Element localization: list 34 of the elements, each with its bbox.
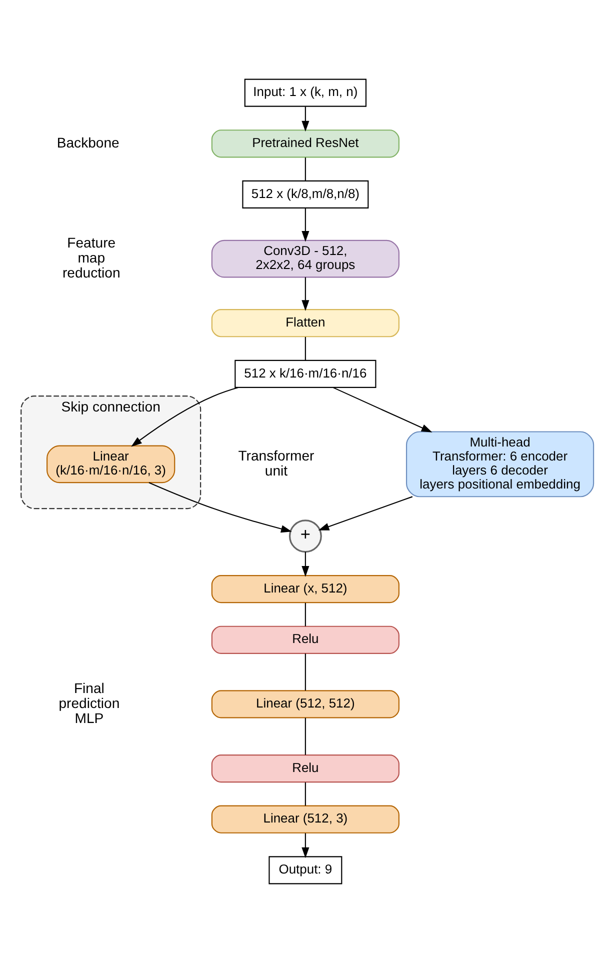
connector — [304, 782, 306, 806]
label: Transformer unit — [238, 447, 314, 478]
node-box: Input: 1 x (k, m, n) — [244, 78, 367, 107]
node-box: Linear (k/16·m/16·n/16, 3) — [46, 445, 176, 484]
node-box: Relu — [211, 626, 400, 654]
node-box: Multi-head Transformer: 6 encoder layers 6 decoder layers positional embedding — [406, 431, 594, 498]
arrow — [131, 386, 238, 447]
node-box: Linear (512, 3) — [211, 805, 400, 834]
label: Feature map reduction — [62, 234, 120, 281]
arrow — [302, 552, 310, 577]
node-box: 512 x k/16·m/16·n/16 — [234, 360, 376, 388]
arrow — [148, 482, 292, 533]
arrow — [302, 277, 310, 311]
node-box: Pretrained ResNet — [211, 130, 400, 158]
connector — [304, 158, 306, 181]
node-box: Linear (512, 512) — [211, 690, 400, 718]
connector — [304, 336, 306, 360]
arrow — [332, 386, 432, 432]
connector — [304, 654, 306, 691]
arrow — [318, 496, 413, 530]
connector — [304, 718, 306, 755]
node-box: Conv3D - 512, 2x2x2, 64 groups — [211, 240, 400, 278]
node-circle: + — [288, 520, 322, 553]
node-box: Relu — [211, 754, 400, 783]
arrow — [302, 106, 310, 132]
label: Final prediction MLP — [58, 680, 120, 726]
node-box: Linear (x, 512) — [211, 575, 400, 604]
node-box: 512 x (k/8,m/8,n/8) — [242, 180, 369, 209]
arrow — [302, 208, 310, 242]
connector — [304, 602, 306, 626]
node-box: Flatten — [211, 309, 400, 338]
arrow — [302, 833, 310, 858]
node-box: Output: 9 — [268, 856, 342, 884]
label: Backbone — [56, 134, 120, 150]
